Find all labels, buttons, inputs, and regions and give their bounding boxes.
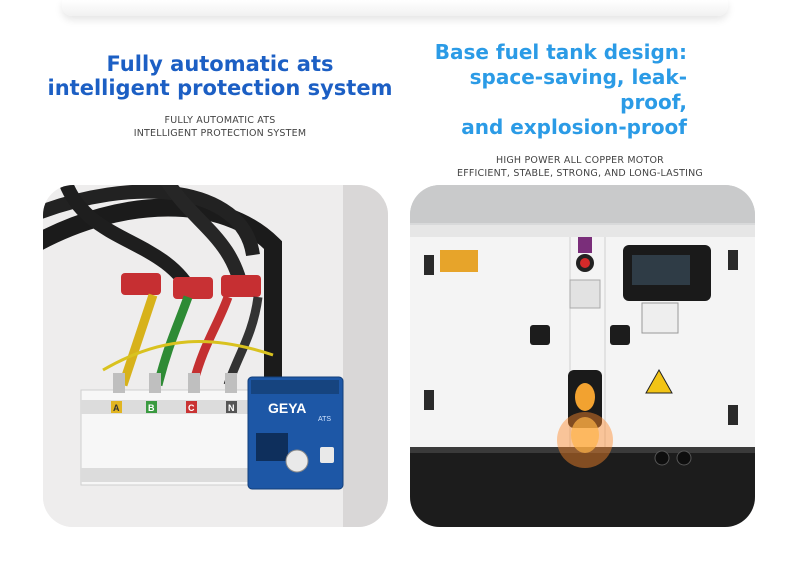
fuel-tank-feature-column: Base fuel tank design: space-saving, lea…: [405, 40, 755, 180]
fuel-tank-subtitle-line2: EFFICIENT, STABLE, STRONG, AND LONG-LAST…: [457, 168, 703, 179]
fuel-tank-title-line1: Base fuel tank design:: [434, 40, 687, 64]
phase-c-label: C: [188, 403, 195, 413]
ats-switch-photo: A B C N GEYA ATS: [43, 185, 388, 527]
generator-photo: [410, 185, 755, 527]
ats-title-line1: Fully automatic ats: [106, 52, 334, 76]
fuel-tank-subtitle-line1: HIGH POWER ALL COPPER MOTOR: [496, 155, 664, 166]
ats-subtitle: FULLY AUTOMATIC ATS INTELLIGENT PROTECTI…: [40, 114, 400, 140]
fuel-tank-title-line2: space-saving, leak-proof,: [469, 65, 687, 114]
top-banner-edge: [62, 0, 728, 16]
model-label: ATS: [318, 416, 331, 423]
phase-n-label: N: [228, 403, 235, 413]
brand-logo: GEYA: [268, 400, 306, 416]
fuel-tank-subtitle: HIGH POWER ALL COPPER MOTOR EFFICIENT, S…: [405, 154, 755, 180]
ats-subtitle-line1: FULLY AUTOMATIC ATS: [164, 115, 276, 126]
ats-title-line2: intelligent protection system: [47, 76, 393, 100]
fuel-tank-title: Base fuel tank design: space-saving, lea…: [405, 40, 755, 140]
phase-b-label: B: [148, 403, 155, 413]
phase-a-label: A: [113, 403, 120, 413]
ats-title: Fully automatic ats intelligent protecti…: [40, 52, 400, 100]
ats-subtitle-line2: INTELLIGENT PROTECTION SYSTEM: [133, 128, 307, 139]
ats-feature-column: Fully automatic ats intelligent protecti…: [40, 52, 400, 140]
fuel-tank-title-line3: and explosion-proof: [461, 115, 687, 139]
